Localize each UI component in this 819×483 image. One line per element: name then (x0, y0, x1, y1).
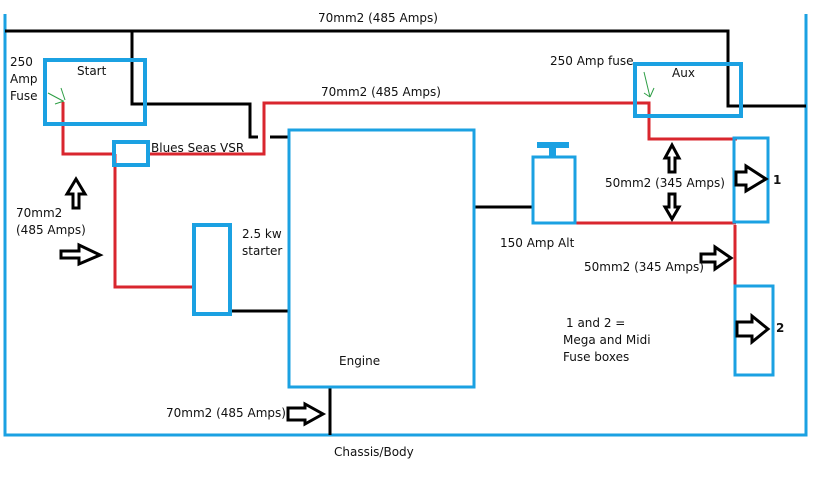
start-fuse-marker (47, 87, 66, 105)
start-fuse-label-line2: Amp (10, 72, 38, 86)
arrow-right-fusebox-1 (734, 163, 769, 194)
red-cable-label: 70mm2 (485 Amps) (321, 85, 441, 99)
vsr-to-aux-cable (148, 101, 737, 156)
engine-label: Engine (339, 354, 381, 368)
start-negative-link (130, 31, 258, 139)
vsr-to-starter-cable (113, 154, 194, 289)
vsr-label: Blues Seas VSR (151, 141, 245, 155)
alternator-pulley-top (537, 142, 569, 148)
fusebox-note-line1: 1 and 2 = (566, 316, 626, 330)
fusebox-1-label: 1 (773, 173, 782, 187)
start-to-vsr-cable (61, 102, 115, 156)
negative-wires (5, 29, 806, 435)
vsr-box[interactable] (112, 140, 150, 167)
aux-fuse-label: 250 Amp fuse (550, 54, 634, 68)
alternator-pulley (537, 142, 569, 157)
starter-motor[interactable] (192, 223, 232, 316)
left-cable-label: 70mm2 (485 Amps) (16, 205, 86, 239)
alt-cable-lower-label: 50mm2 (345 Amps) (584, 260, 704, 274)
starter-label: 2.5 kw starter (242, 226, 282, 260)
engine-block[interactable] (287, 128, 476, 389)
fusebox-note-line2: Mega and Midi (563, 333, 651, 347)
aux-battery-label: Aux (672, 66, 695, 80)
fusebox-note-line3: Fuse boxes (563, 350, 630, 364)
alternator-body[interactable] (531, 155, 577, 225)
arrow-right-ground (286, 401, 327, 427)
arrows (59, 141, 771, 427)
left-cable-label-line1: 70mm2 (16, 206, 63, 220)
fusebox-2-label: 2 (776, 321, 785, 335)
alt-cable-upper-label: 50mm2 (345 Amps) (605, 176, 725, 190)
starter-label-line1: 2.5 kw (242, 227, 282, 241)
start-fuse-label: 250 Amp Fuse (10, 54, 38, 105)
top-negative-cable (5, 29, 806, 108)
fusebox-1[interactable] (732, 136, 770, 224)
left-cable-label-line2: (485 Amps) (16, 223, 86, 237)
start-battery[interactable] (43, 58, 147, 126)
arrow-up-alt (662, 141, 682, 174)
arrow-right-left (59, 242, 104, 267)
chassis-outline (3, 14, 808, 437)
arrow-right-fusebox-2 (735, 312, 771, 346)
aux-battery[interactable] (633, 62, 743, 118)
fusebox-2[interactable] (733, 284, 775, 377)
starter-label-line2: starter (242, 244, 283, 258)
alternator-pulley-stem (549, 148, 556, 157)
start-battery-label: Start (77, 64, 107, 78)
alternator-label: 150 Amp Alt (500, 236, 575, 250)
chassis-label: Chassis/Body (334, 445, 414, 459)
component-boxes (43, 58, 775, 389)
top-cable-label: 70mm2 (485 Amps) (318, 11, 438, 25)
start-fuse-label-line3: Fuse (10, 89, 38, 103)
arrow-down-alt (662, 192, 682, 222)
chassis-left-edge (3, 14, 808, 437)
positive-wires (61, 101, 737, 289)
start-fuse-label-line1: 250 (10, 55, 33, 69)
arrow-right-lower-cable (699, 244, 734, 272)
aux-fuse-marker (643, 71, 655, 98)
arrow-up-left (64, 176, 88, 210)
fusebox-note: 1 and 2 = Mega and Midi Fuse boxes (563, 315, 651, 366)
fuse-markers (47, 71, 655, 105)
ground-cable-label: 70mm2 (485 Amps) (166, 406, 286, 420)
